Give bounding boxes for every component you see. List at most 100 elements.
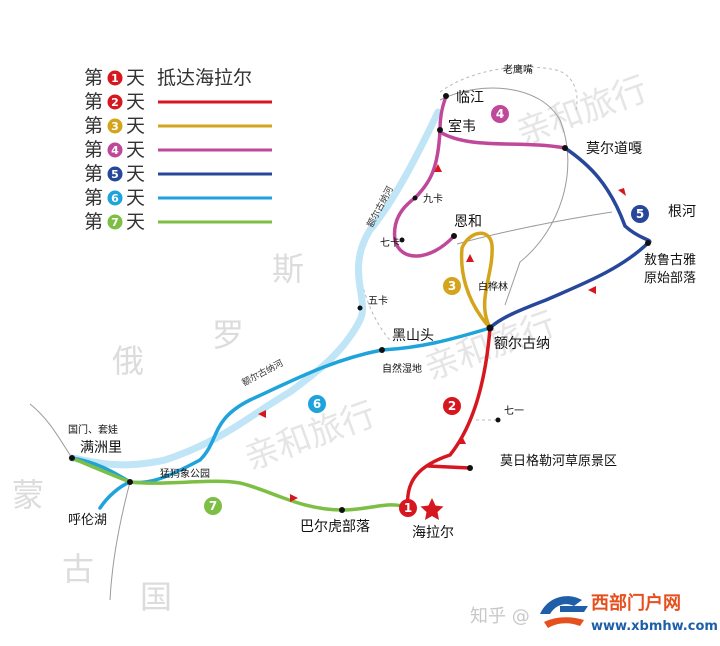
start-star-icon [420, 498, 444, 520]
legend-suffix: 天 [126, 67, 145, 89]
route-day5 [488, 146, 652, 330]
legend-title: 抵达海拉尔 [157, 67, 252, 89]
route-day7 [70, 456, 410, 512]
route-badge-5 [631, 205, 649, 223]
place-dot-baerhu [339, 507, 345, 513]
route-badge-2 [443, 397, 461, 415]
label-mori: 莫日格勒河草原景区 [500, 453, 617, 469]
zhihu-watermark: 知乎 @ [470, 606, 530, 627]
label-mengma: 猛犸象公园 [160, 467, 210, 480]
label-shiwei: 室韦 [448, 118, 476, 135]
route-day3 [459, 231, 494, 330]
place-dot-enhe [451, 233, 457, 239]
legend-suffix: 天 [126, 211, 145, 233]
label-ziran: 自然湿地 [382, 362, 422, 375]
legend-day-badge [107, 214, 123, 230]
grey-road-east [439, 87, 569, 306]
legend-day-badge [107, 70, 123, 86]
legend-day-badge [107, 94, 123, 110]
arrow-icon [466, 254, 474, 262]
legend-suffix: 天 [126, 139, 145, 161]
site-url: www.xbmhw.com [591, 619, 718, 634]
label-wuka: 五卡 [368, 294, 388, 307]
legend-suffix: 天 [126, 163, 145, 185]
place-dot-moerdao [562, 145, 568, 151]
mongolia-label-3: 国 [140, 578, 172, 616]
arrow-icon [618, 188, 626, 196]
label-eergu: 额尔古纳 [494, 336, 550, 352]
place-dot-manzhouli [69, 455, 75, 461]
russia-label-1: 斯 [272, 250, 304, 288]
label-genhe: 根河 [668, 204, 696, 220]
label-guomen: 国门、套娃 [68, 423, 118, 436]
arrow-icon [258, 410, 266, 418]
grey-road-middle [456, 211, 613, 245]
legend-suffix: 天 [126, 91, 145, 113]
legend-prefix: 第 [84, 91, 103, 113]
border-line-west [29, 403, 73, 459]
legend-day-badge [107, 118, 123, 134]
border-dashed-north [439, 66, 578, 111]
label-moerdao: 莫尔道嘎 [586, 141, 642, 157]
place-dot-shiwei [437, 127, 443, 133]
route-badge-4-label: 4 [496, 107, 504, 121]
legend-day-number: 6 [111, 192, 119, 205]
legend-prefix: 第 [84, 139, 103, 161]
river-label-lower: 额尔古纳河 [240, 357, 285, 389]
label-aoluguya-1: 敖鲁古雅 [644, 252, 696, 268]
arrow-icon [458, 436, 466, 444]
label-enhe: 恩和 [454, 214, 482, 230]
route-badge-6 [308, 395, 326, 413]
label-jiuka: 九卡 [423, 192, 443, 205]
route-badge-1 [399, 499, 417, 517]
border-line-south [109, 481, 131, 601]
legend-day-number: 7 [111, 216, 119, 229]
mongolia-label-1: 蒙 [12, 476, 44, 514]
label-baihua: 白桦林 [478, 280, 508, 293]
label-qiyi: 七一 [504, 405, 524, 417]
arrow-icon [434, 164, 442, 172]
legend-suffix: 天 [126, 187, 145, 209]
label-linjiang: 临江 [456, 90, 484, 106]
legend-prefix: 第 [84, 67, 103, 89]
route-badge-5-label: 5 [636, 207, 644, 221]
legend-day-badge [107, 142, 123, 158]
legend-prefix: 第 [84, 211, 103, 233]
legend-prefix: 第 [84, 115, 103, 137]
legend-day-number: 3 [111, 120, 119, 133]
label-manzhouli: 满洲里 [80, 440, 122, 456]
legend-day-badge [107, 166, 123, 182]
route-badge-7-label: 7 [209, 499, 217, 513]
legend-day-badge [107, 190, 123, 206]
russia-label-2: 罗 [212, 316, 244, 354]
place-dot-jiuka [412, 195, 418, 201]
route-day2 [405, 326, 492, 510]
route-badge-2-label: 2 [448, 399, 456, 413]
label-aoluguya-2: 原始部落 [644, 271, 696, 286]
label-laoying: 老鹰嘴 [503, 63, 533, 76]
legend-prefix: 第 [84, 187, 103, 209]
place-dot-qika [399, 237, 405, 243]
label-heishan: 黑山头 [392, 328, 434, 344]
route-day2-spur [426, 464, 472, 470]
route-badge-4 [491, 105, 509, 123]
place-dot-linjiang [443, 93, 449, 99]
route-badge-7 [204, 497, 222, 515]
site-name: 西部门户网 [591, 592, 681, 614]
route-badge-3 [443, 277, 461, 295]
arrow-icon [290, 494, 298, 502]
legend-day-number: 5 [111, 168, 119, 181]
label-qika: 七卡 [380, 236, 400, 249]
label-hailar: 海拉尔 [412, 525, 454, 541]
route-day4-east [438, 130, 567, 150]
legend-day-number: 1 [111, 72, 119, 85]
legend-day-number: 2 [111, 96, 119, 109]
ergun-river [68, 108, 442, 469]
